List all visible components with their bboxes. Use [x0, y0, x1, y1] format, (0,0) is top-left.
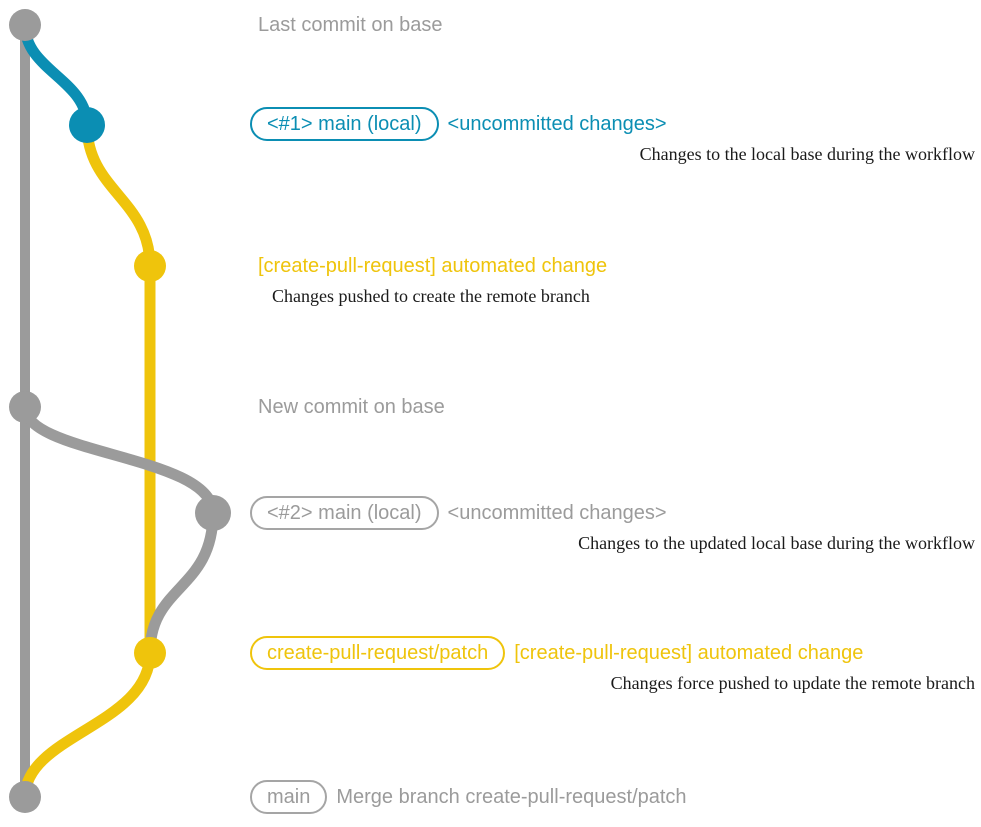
commit-description: Changes to the local base during the wor… — [639, 144, 975, 164]
branch-badge-local-2[interactable]: <#2> main (local) — [250, 496, 439, 530]
commit-headline: <#2> main (local) <uncommitted changes> — [250, 496, 981, 530]
commit-subject: <uncommitted changes> — [447, 502, 667, 524]
branch-badge-main[interactable]: main — [250, 780, 328, 814]
edge-local-2-to-patch-2 — [144, 507, 219, 659]
commit-headline: [create-pull-request] automated change — [250, 249, 981, 283]
commit-subject: [create-pull-request] automated change — [258, 255, 608, 277]
edge-base-to-local-2 — [19, 401, 219, 519]
commit-node-new-commit-on-base[interactable] — [9, 391, 41, 423]
commit-headline: create-pull-request/patch [create-pull-r… — [250, 636, 981, 670]
commit-node-automated-change-2[interactable] — [134, 637, 166, 669]
commit-row-automated-change-1: [create-pull-request] automated change C… — [250, 249, 981, 307]
commit-description: Changes to the updated local base during… — [578, 533, 975, 553]
commit-headline: Last commit on base — [250, 8, 981, 42]
edge-patch-2-to-merge — [19, 647, 156, 803]
commit-row-automated-change-2: create-pull-request/patch [create-pull-r… — [250, 636, 981, 694]
commit-row-merge-commit: main Merge branch create-pull-request/pa… — [250, 780, 981, 814]
commit-subject: Last commit on base — [258, 14, 443, 36]
commit-node-automated-change-1[interactable] — [134, 250, 166, 282]
commit-description: Changes pushed to create the remote bran… — [272, 286, 590, 306]
commit-subject: Merge branch create-pull-request/patch — [336, 786, 687, 808]
commit-headline: main Merge branch create-pull-request/pa… — [250, 780, 981, 814]
commit-subject: [create-pull-request] automated change — [514, 642, 864, 664]
commit-node-merge-commit[interactable] — [9, 781, 41, 813]
commit-subject: New commit on base — [258, 396, 445, 418]
commit-row-local-1: <#1> main (local) <uncommitted changes> … — [250, 107, 981, 165]
commit-headline: <#1> main (local) <uncommitted changes> — [250, 107, 981, 141]
commit-node-local-1[interactable] — [69, 107, 105, 143]
commit-subject: <uncommitted changes> — [447, 113, 667, 135]
commit-headline: New commit on base — [250, 390, 981, 424]
commit-node-local-2[interactable] — [195, 495, 231, 531]
edge-local-1-to-patch-1 — [81, 119, 156, 272]
commit-description: Changes force pushed to update the remot… — [610, 673, 975, 693]
commit-row-last-commit-on-base: Last commit on base — [250, 8, 981, 42]
branch-badge-patch[interactable]: create-pull-request/patch — [250, 636, 506, 670]
commit-row-new-commit-on-base: New commit on base — [250, 390, 981, 424]
branch-badge-local-1[interactable]: <#1> main (local) — [250, 107, 439, 141]
commit-node-last-commit-on-base[interactable] — [9, 9, 41, 41]
commit-graph — [9, 9, 231, 813]
commit-row-local-2: <#2> main (local) <uncommitted changes> … — [250, 496, 981, 554]
